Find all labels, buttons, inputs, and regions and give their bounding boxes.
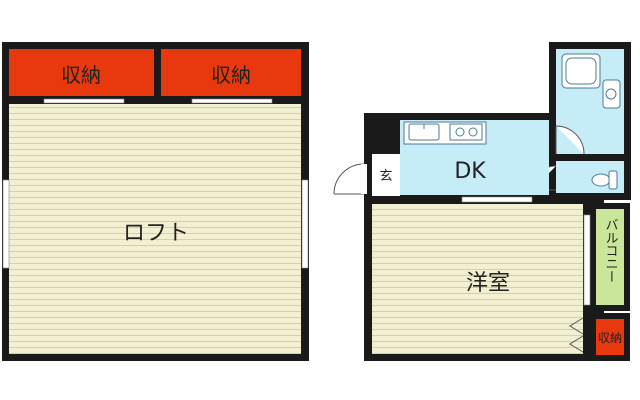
western-room-label: 洋室	[466, 271, 510, 296]
loft-room-label: ロフト	[123, 221, 189, 246]
entrance-label: 玄	[379, 169, 392, 184]
balcony-window	[583, 214, 591, 306]
loft-window-right	[301, 179, 309, 269]
closet-door-icon	[569, 317, 584, 353]
loft-storage-left-label: 収納	[61, 63, 101, 87]
room-sliding-door	[461, 196, 533, 203]
balcony	[596, 209, 624, 305]
dk-label: DK	[454, 159, 486, 184]
storage-small-label: 収納	[598, 331, 622, 345]
loft-floor	[9, 104, 301, 354]
loft-storage-left	[9, 49, 154, 96]
toilet-icon	[591, 173, 611, 187]
loft-plan	[2, 42, 309, 361]
entrance-door-icon	[333, 163, 365, 195]
loft-storage-right	[161, 49, 301, 96]
loft-window-left	[2, 179, 10, 269]
entrance	[372, 154, 400, 196]
bathroom-door-icon	[555, 125, 585, 155]
loft-storage-right-door	[191, 98, 273, 104]
loft-storage-right-label: 収納	[211, 63, 251, 87]
main-plan	[333, 42, 631, 361]
washbasin-icon	[602, 79, 621, 109]
storage-small	[596, 319, 624, 355]
balcony-label: バルコニー	[603, 218, 619, 283]
bathtub-icon	[561, 53, 601, 89]
loft-storage-left-door	[43, 98, 125, 104]
western-room	[372, 204, 583, 354]
